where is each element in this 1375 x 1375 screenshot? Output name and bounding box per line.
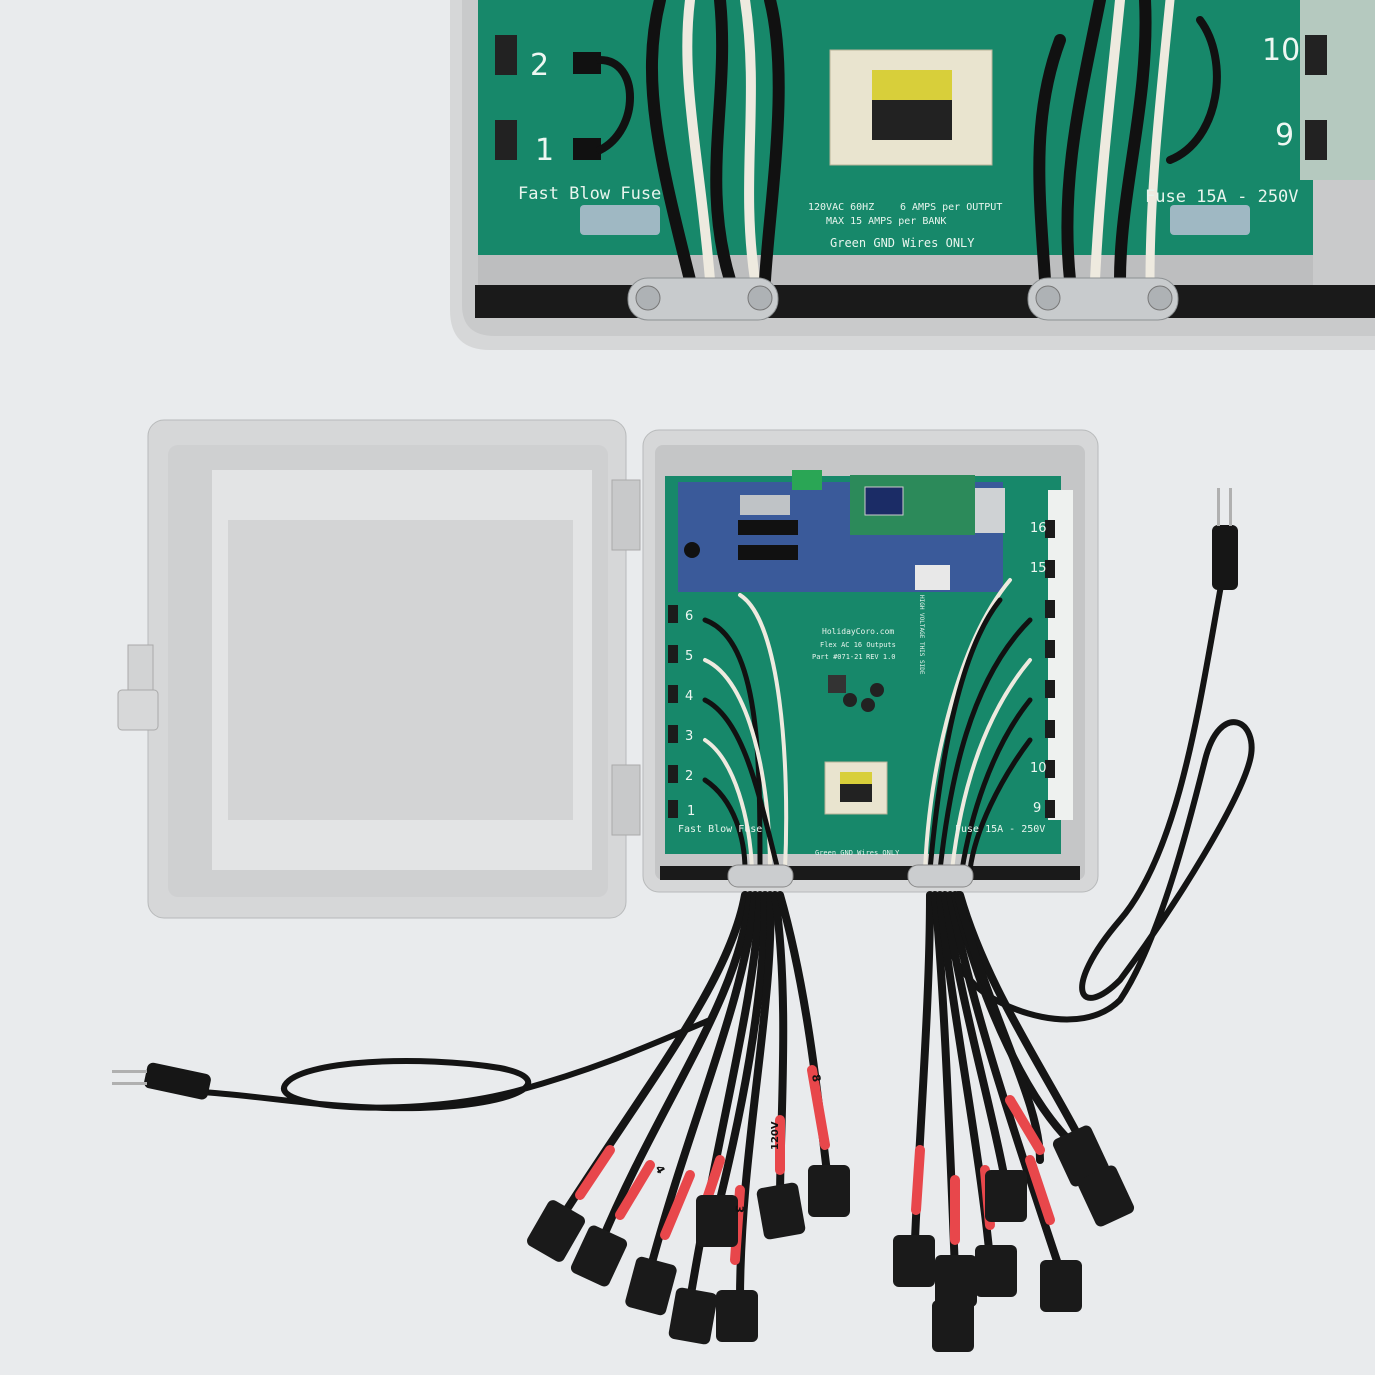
channel-3: 3 xyxy=(685,729,693,744)
inset-fuse-right xyxy=(1170,205,1250,235)
board-fuse-right-label: Fuse 15A - 250V xyxy=(955,824,1045,835)
channel-16: 16 xyxy=(1030,521,1047,536)
inset-fuse-left-label: Fast Blow Fuse xyxy=(518,184,661,204)
channel-1: 1 xyxy=(687,804,695,819)
inset-rating-amps-bank: MAX 15 AMPS per BANK xyxy=(826,216,946,227)
board-brand: HolidayCoro.com xyxy=(822,627,894,636)
board-fuse-left-label: Fast Blow Fuse xyxy=(678,824,762,835)
cord-number-3: 3 xyxy=(732,1205,746,1214)
outlet-connectors xyxy=(527,1125,1135,1352)
cable-clamp-left xyxy=(727,864,794,888)
wall-plug-right xyxy=(1212,488,1238,590)
channel-10: 10 xyxy=(1030,761,1047,776)
board-hv-note: HIGH VOLTAGE THIS SIDE xyxy=(918,595,925,675)
board-ground-note: Green GND Wires ONLY xyxy=(815,849,900,857)
internal-wires xyxy=(702,578,1033,873)
cord-voltage-label: 120V xyxy=(770,1121,781,1150)
inset-channel-10: 10 xyxy=(1262,33,1300,68)
inset-fuse-left xyxy=(580,205,660,235)
inset-channel-1: 1 xyxy=(535,133,554,168)
inset-foam-strip xyxy=(475,285,1375,318)
inset-rating-amps-output: 6 AMPS per OUTPUT xyxy=(900,202,1002,213)
enclosure-lid xyxy=(117,419,641,919)
cord-number-8: 8 xyxy=(809,1073,823,1083)
board-part: Part #071-21 xyxy=(812,653,863,661)
inset-ground-note: Green GND Wires ONLY xyxy=(830,236,975,250)
inset-closeup: 2 1 10 9 Fast Blow Fuse Fuse 15A - 250V … xyxy=(450,0,1375,350)
channel-6: 6 xyxy=(685,609,693,624)
inset-rating-line1: 120VAC 60HZ xyxy=(808,202,874,213)
wall-plug-left xyxy=(112,1062,211,1100)
channel-4: 4 xyxy=(685,689,693,704)
inset-channel-9: 9 xyxy=(1275,118,1294,153)
enclosure-base: HolidayCoro.com Flex AC 16 Outputs Part … xyxy=(642,429,1099,893)
channel-5: 5 xyxy=(685,649,693,664)
channel-15: 15 xyxy=(1030,561,1047,576)
power-cords xyxy=(197,577,1255,1112)
board-right-channels: 16 15 10 9 xyxy=(1030,521,1047,816)
channel-2: 2 xyxy=(685,769,693,784)
inset-channel-2: 2 xyxy=(530,48,549,83)
board-left-channels: 6 5 4 3 2 1 xyxy=(685,609,695,819)
inset-wires xyxy=(596,0,1221,286)
output-cords xyxy=(556,891,1104,1304)
board-rev: REV 1.0 xyxy=(866,653,896,661)
cable-clamp-right xyxy=(907,864,974,888)
inset-cable-clamps xyxy=(627,277,1179,321)
inset-fuse-right-label: Fuse 15A - 250V xyxy=(1145,187,1299,207)
channel-9: 9 xyxy=(1033,801,1041,816)
board-model: Flex AC 16 Outputs xyxy=(820,641,896,649)
